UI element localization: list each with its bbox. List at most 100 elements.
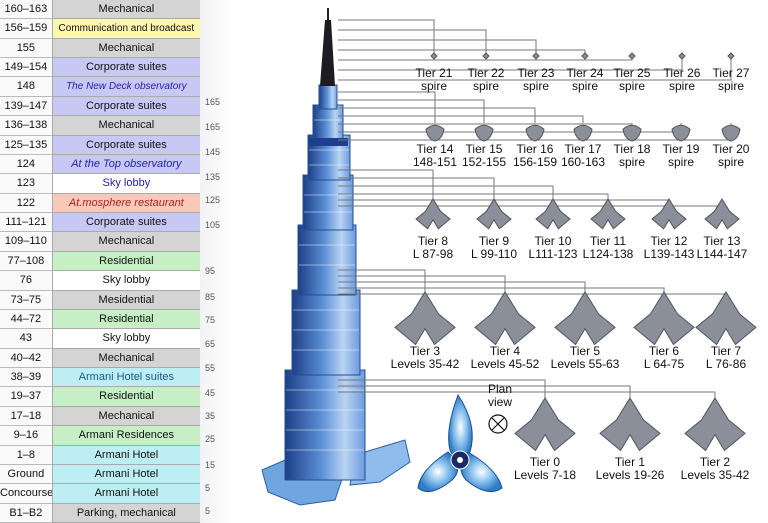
scale-number: 5 (205, 506, 211, 516)
floor-levels: 43 (0, 329, 52, 349)
tier-name: Tier 14 (417, 142, 454, 156)
floor-levels: 111–121 (0, 213, 52, 233)
tier-range: spire (718, 155, 744, 169)
floor-function: Sky lobby (51, 174, 200, 194)
floor-levels: 17–18 (0, 406, 52, 427)
tier-leader (338, 39, 537, 56)
tier-plan-shape (721, 124, 741, 142)
tier-leader (338, 185, 554, 199)
scale-number: 95 (205, 266, 216, 276)
plan-view: Plan view (417, 382, 512, 493)
tier-name: Tier 8 (418, 234, 449, 248)
floor-function: Mechanical (51, 348, 200, 369)
tier-range: L111-123 (529, 247, 578, 261)
tier-name: Tier 1 (615, 455, 646, 469)
tier-leader (338, 379, 546, 398)
floor-function: Armani Hotel (51, 445, 200, 465)
scale-number: 5 (205, 483, 211, 493)
scale-number: 105 (205, 220, 221, 230)
tier-range: spire (718, 79, 744, 93)
tier-range: Levels 45-52 (471, 357, 540, 371)
scale-number: 75 (205, 315, 216, 325)
floor-function: Parking, mechanical (51, 503, 200, 523)
plan-view-label-2: view (488, 395, 512, 409)
tier-leader (338, 56, 683, 71)
floor-function: Corporate suites (51, 58, 200, 78)
tier-range: spire (572, 79, 598, 93)
tier-range: Levels 7-18 (514, 468, 576, 482)
tier-plan-shape (704, 198, 740, 230)
plan-view-label-1: Plan (488, 382, 512, 396)
tier-leader (338, 269, 426, 292)
floor-function: Armani Residences (51, 426, 200, 446)
floor-function: Residential (51, 309, 200, 330)
tier-name: Tier 4 (490, 344, 521, 358)
tier-leader (338, 385, 631, 398)
floor-levels: 155 (0, 38, 52, 59)
tier-range: L139-143 (644, 247, 695, 261)
tower-illustration (261, 8, 411, 506)
tier-plan-shape (525, 124, 545, 142)
tier-range: spire (669, 79, 695, 93)
tier-leader (338, 29, 487, 56)
scale-number: 165 (205, 122, 221, 132)
floor-levels: 136–138 (0, 116, 52, 136)
tier-name: Tier 21 (416, 66, 453, 80)
tier-range: L144-147 (697, 247, 748, 261)
tier-leader (338, 107, 536, 123)
tier-leader (338, 292, 727, 295)
tier-name: Tier 9 (479, 234, 510, 248)
floor-levels: Concourse (0, 484, 52, 504)
tier-name: Tier 3 (410, 344, 441, 358)
tier-name: Tier 16 (517, 142, 554, 156)
tier-leader (338, 99, 485, 123)
tier-name: Tier 24 (567, 66, 604, 80)
scale-number: 15 (205, 460, 216, 470)
tier-range: spire (473, 79, 499, 93)
floor-function: Mechanical (51, 406, 200, 427)
tier-name: Tier 23 (518, 66, 555, 80)
tier-name: Tier 2 (700, 455, 731, 469)
tier-name: Tier 25 (614, 66, 651, 80)
floor-levels: B1–B2 (0, 503, 52, 523)
tier-leader (338, 193, 609, 199)
tier-leader (338, 275, 506, 292)
tier-plan-shape (651, 198, 687, 230)
tier-range: 148-151 (413, 155, 457, 169)
floor-levels: 160–163 (0, 0, 52, 20)
floor-levels: 76 (0, 271, 52, 291)
floor-levels: 148 (0, 77, 52, 97)
tier-range: Levels 35-42 (681, 468, 750, 482)
scale-number: 145 (205, 147, 221, 157)
tier-range: 156-159 (513, 155, 557, 169)
tier-leader (338, 123, 633, 125)
floor-function: Mesidential (51, 290, 200, 310)
tier-plan-shape (628, 52, 636, 60)
tier-plan-shape (532, 52, 540, 60)
floor-function: Mechanical (51, 232, 200, 252)
floor-levels: 123 (0, 174, 52, 194)
tier-plan-shape (599, 397, 661, 452)
tier-leader (338, 19, 435, 56)
tier-plan-shape (678, 52, 686, 60)
scale-column (200, 0, 234, 523)
tier-range: 160-163 (561, 155, 605, 169)
tier-name: Tier 13 (704, 234, 741, 248)
tier-range: L 64-75 (644, 357, 685, 371)
